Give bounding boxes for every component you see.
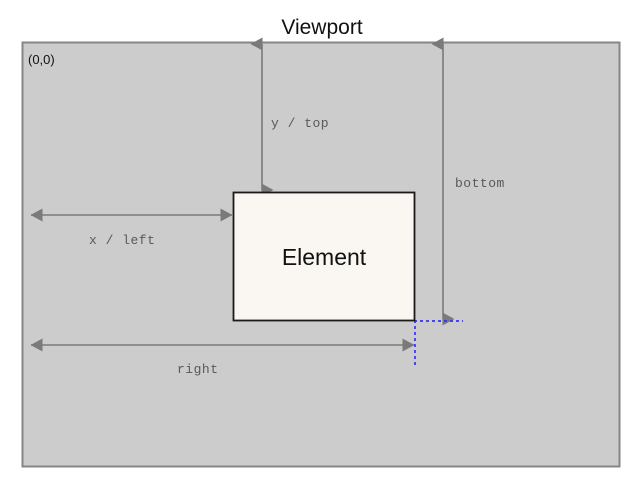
bottom-label: bottom <box>455 176 505 191</box>
origin-label: (0,0) <box>28 52 55 67</box>
element-label: Element <box>282 244 367 270</box>
viewport-title: Viewport <box>281 16 362 39</box>
x-left-label: x / left <box>89 233 155 248</box>
element-rect <box>232 191 416 322</box>
y-top-label: y / top <box>271 116 329 131</box>
right-label: right <box>177 362 219 377</box>
